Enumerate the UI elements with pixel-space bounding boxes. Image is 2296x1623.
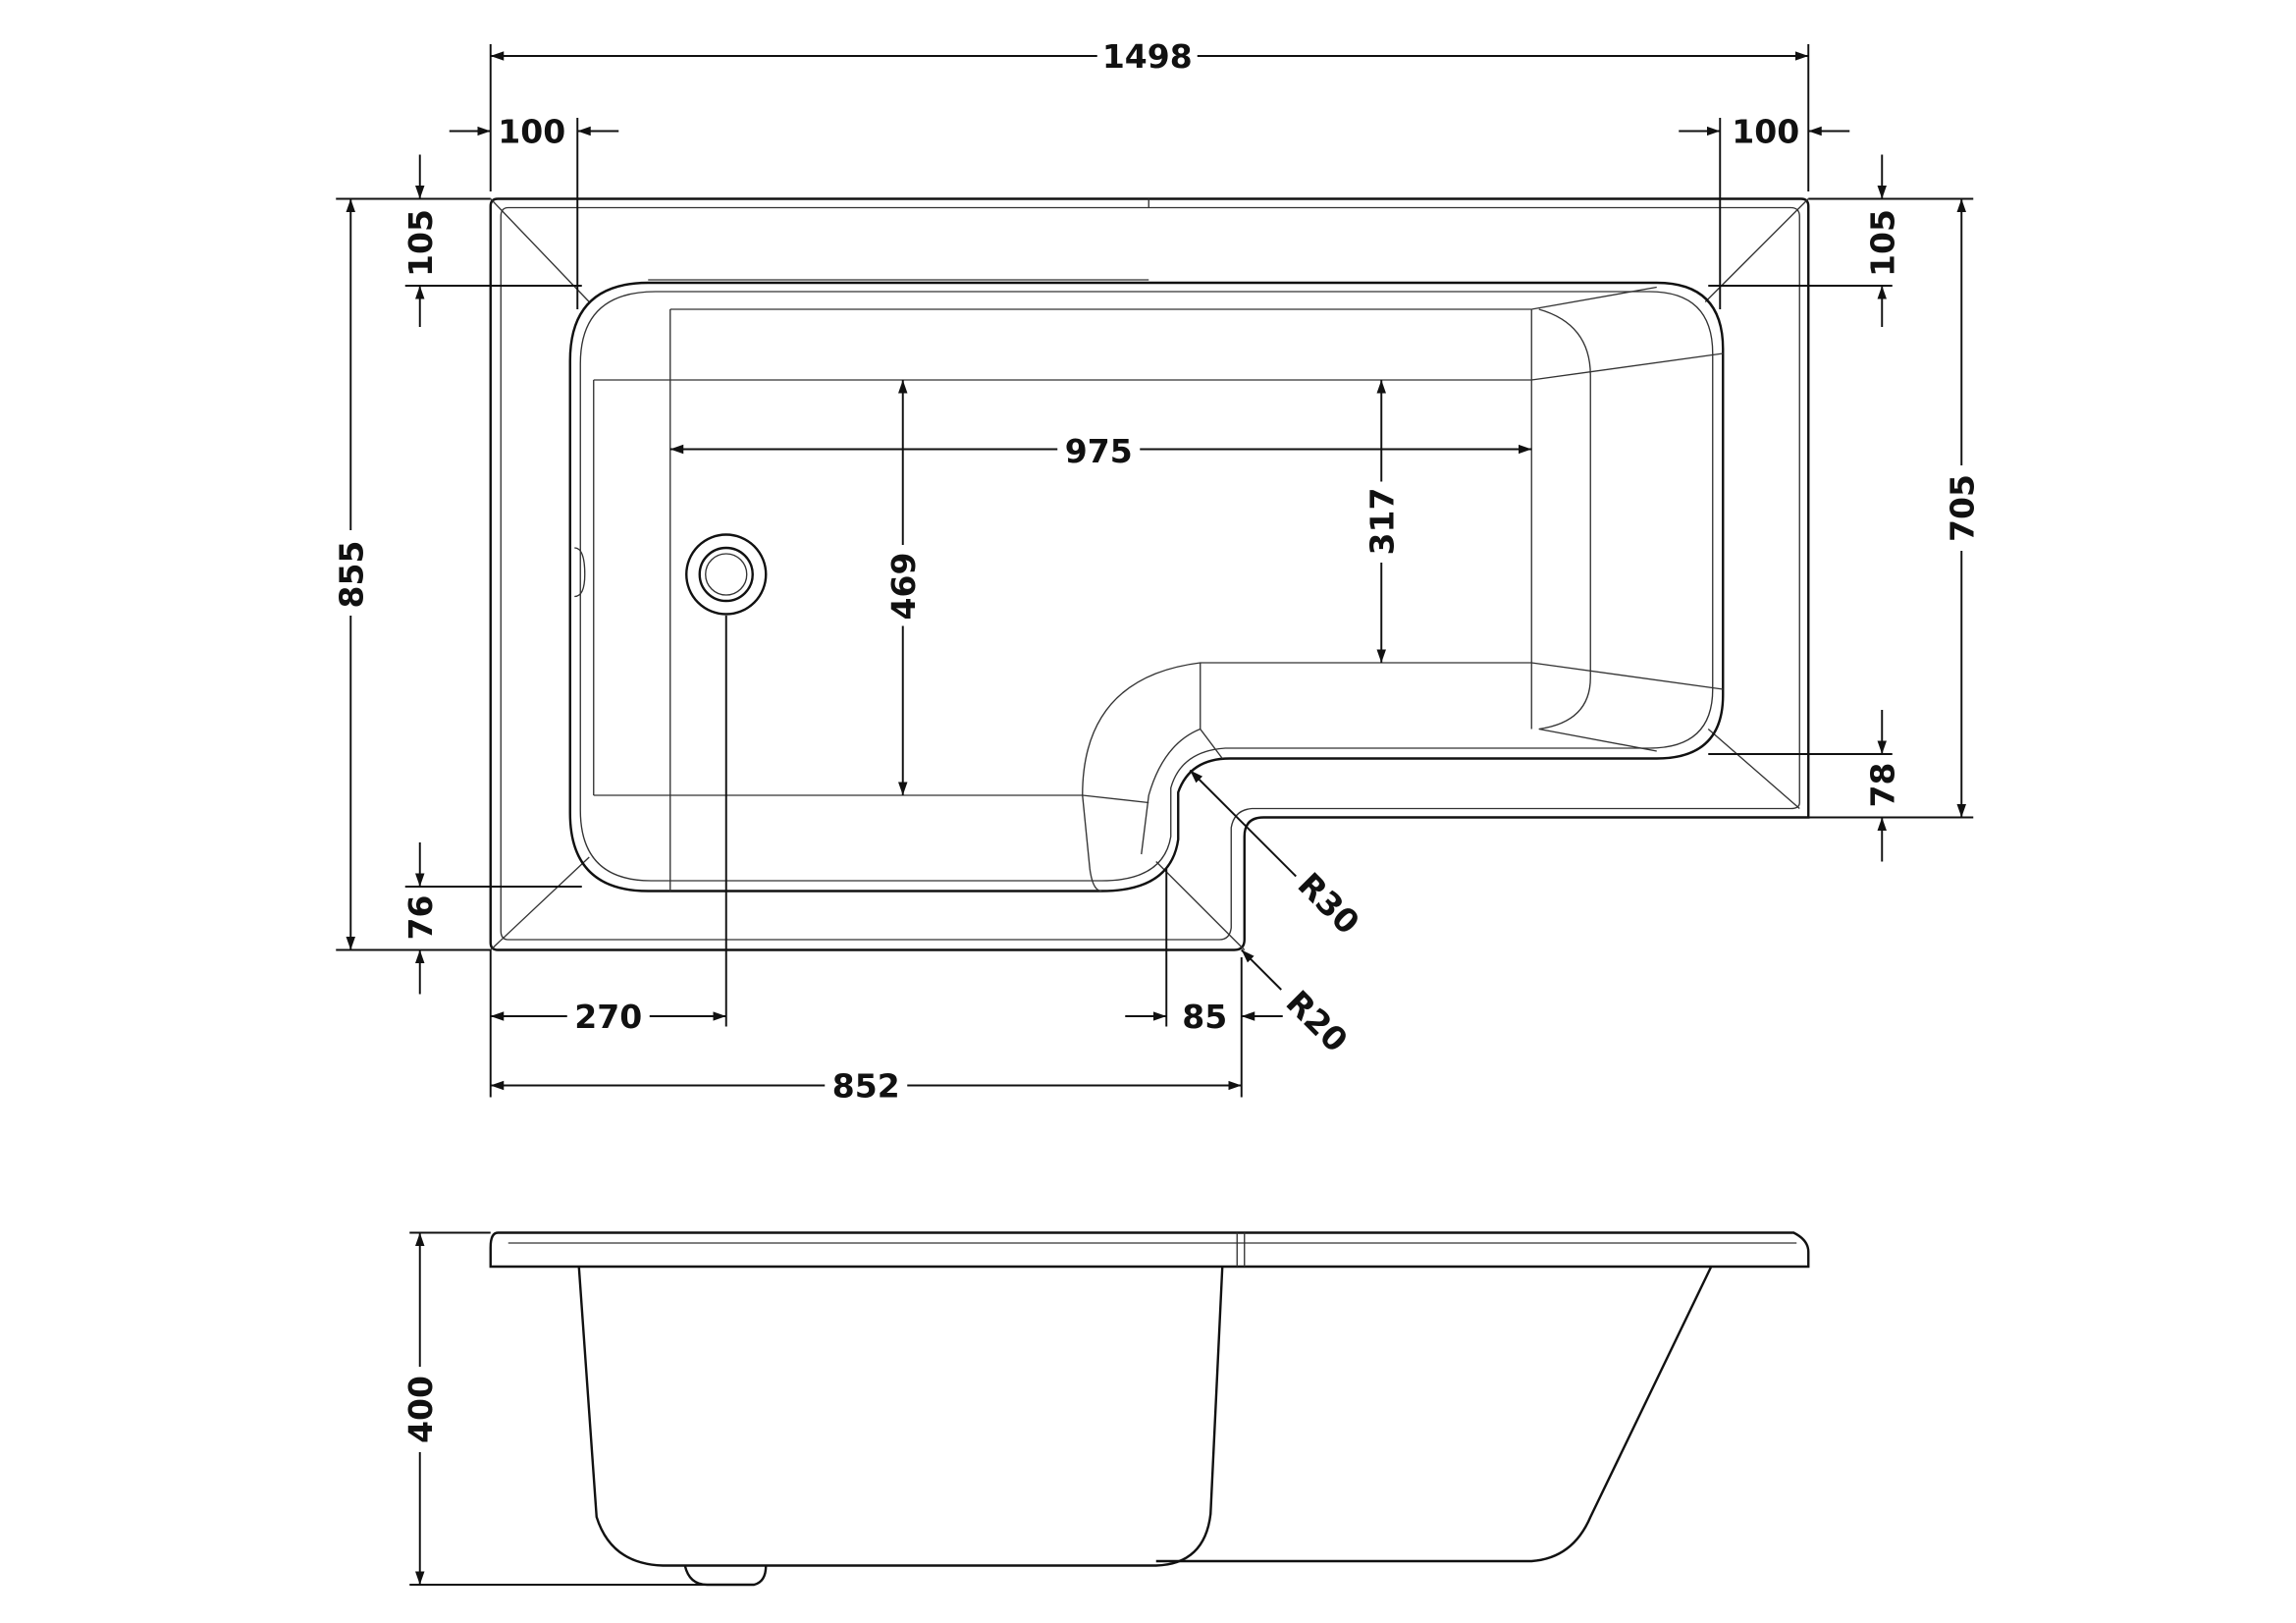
waste-outlet bbox=[685, 533, 768, 616]
plan-view bbox=[489, 197, 1810, 951]
side-rim bbox=[489, 1231, 1810, 1269]
dim-inner-length: 975 bbox=[1065, 432, 1133, 470]
dim-overall-width: 855 bbox=[332, 541, 370, 609]
dim-inner-radius: R30 bbox=[1291, 865, 1367, 942]
side-body bbox=[577, 1266, 1224, 1567]
dim-height: 400 bbox=[401, 1376, 440, 1443]
dim-bottom-left-rim: 76 bbox=[401, 895, 440, 941]
dim-right-width: 705 bbox=[1943, 474, 1981, 542]
dim-overall-length: 1498 bbox=[1102, 37, 1193, 76]
dim-right-basin-width: 317 bbox=[1362, 488, 1401, 556]
dim-left-rim-depth: 105 bbox=[401, 209, 440, 277]
dim-left-section-length: 852 bbox=[832, 1067, 900, 1106]
dim-right-rim-depth: 105 bbox=[1863, 209, 1901, 277]
dimensions: 1498 100 100 105 105 855 705 975 469 bbox=[332, 35, 1983, 1107]
dim-right-corner-offset: 100 bbox=[1732, 113, 1799, 151]
dim-waste-offset: 270 bbox=[574, 998, 642, 1036]
rim-edge bbox=[500, 206, 1800, 941]
dim-outer-radius: R20 bbox=[1279, 983, 1356, 1059]
basin-outline bbox=[568, 281, 1725, 893]
dim-left-basin-width: 469 bbox=[884, 553, 923, 621]
outer-outline bbox=[489, 197, 1810, 951]
dim-left-corner-offset: 100 bbox=[498, 113, 565, 151]
dim-step-width: 85 bbox=[1182, 998, 1227, 1036]
dim-bottom-right-rim: 78 bbox=[1863, 763, 1901, 808]
side-view: 400 bbox=[400, 1231, 1810, 1587]
